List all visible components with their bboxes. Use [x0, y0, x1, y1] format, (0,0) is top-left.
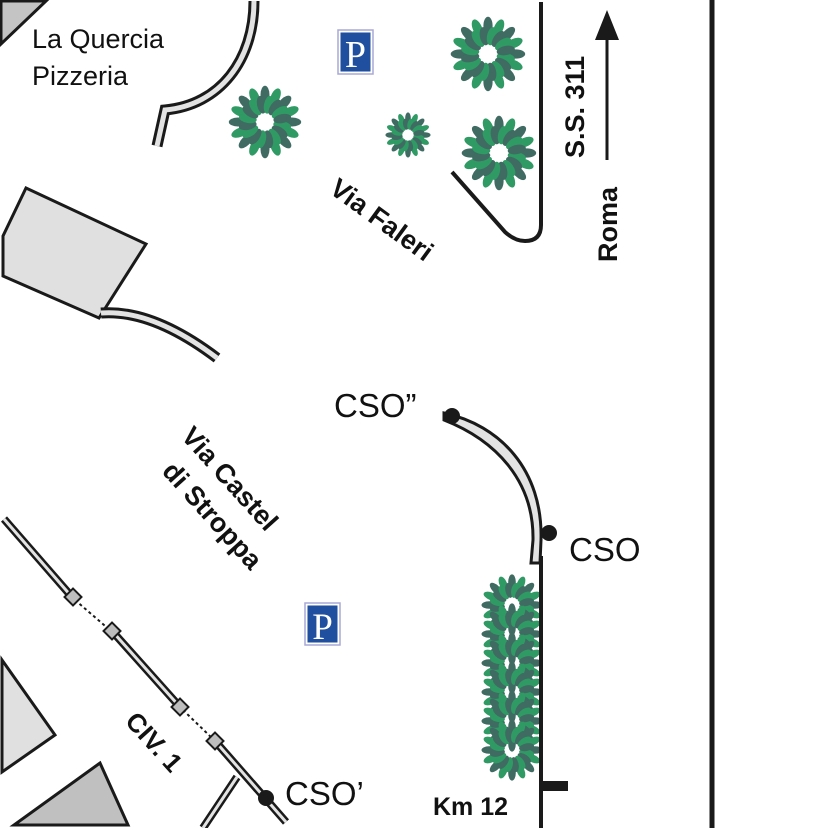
tree-icon	[385, 112, 431, 158]
parking-letter: P	[345, 34, 366, 76]
sewer-pipe-diagonal	[0, 516, 290, 825]
building-triangle-bottom	[9, 760, 131, 827]
km12-label: Km 12	[433, 793, 508, 821]
cso-single-point	[258, 790, 274, 806]
trees-layer	[228, 16, 543, 781]
building-left	[1, 186, 149, 320]
building-triangle-left	[0, 655, 58, 775]
cso-point	[541, 525, 557, 541]
tree-icon	[481, 719, 543, 781]
parking-sign-icon: P	[337, 29, 374, 76]
ss311-west-curb	[450, 2, 543, 244]
building-access-road	[100, 307, 221, 363]
tree-icon	[450, 16, 526, 92]
cso-double-point	[444, 408, 460, 424]
civic-number-label: CIV. 1	[120, 706, 189, 778]
tree-icon	[461, 115, 537, 191]
cso-double-label: CSO”	[334, 387, 417, 424]
building-corner-triangle	[0, 0, 50, 48]
km12-marker	[541, 781, 568, 791]
pizzeria-name-line2: Pizzeria	[32, 61, 129, 91]
direction-label-roma: Roma	[593, 186, 623, 262]
cso-single-label: CSO’	[285, 775, 364, 812]
arrow-up-icon	[595, 10, 619, 160]
tree-icon	[228, 85, 302, 159]
road-label-ss311: S.S. 311	[560, 56, 590, 158]
cso-label: CSO	[569, 531, 641, 568]
collector-curve	[442, 411, 543, 565]
pizzeria-name-line1: La Quercia	[32, 24, 165, 54]
street-label-via-faleri: Via Faleri	[324, 173, 438, 268]
parking-sign-icon: P	[304, 602, 341, 648]
parking-letter: P	[312, 607, 333, 648]
